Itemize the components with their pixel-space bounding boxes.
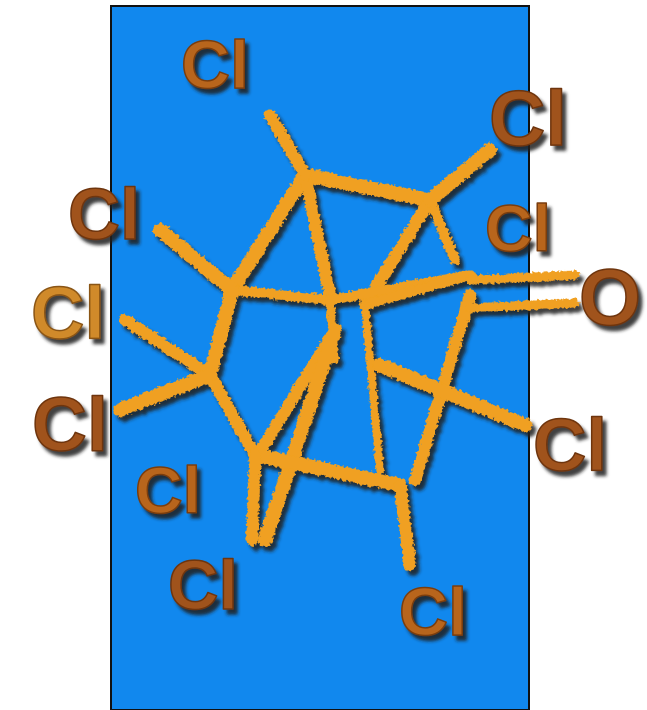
bond [465,270,580,285]
atoms-group: Cl Cl Cl Cl Cl O Cl Cl Cl Cl Cl [30,26,642,651]
bond [465,298,580,313]
atom-label-o-1: O [579,253,641,342]
bond [227,285,335,305]
bond [119,314,216,381]
bond [299,169,336,301]
bond [225,168,312,297]
atom-label-cl-9: Cl [168,546,238,624]
atom-label-cl-7: Cl [533,404,607,487]
bond [258,323,342,547]
bond [298,168,437,207]
bond [153,223,239,297]
bond [423,143,497,207]
bond [246,449,261,546]
bond [394,479,416,571]
atom-label-cl-2: Cl [489,74,567,162]
atom-label-cl-10: Cl [399,574,467,650]
atom-label-cl-8: Cl [135,453,201,527]
bonds-group [113,109,580,571]
bond [264,109,311,181]
atom-label-cl-5: Cl [31,272,105,355]
bond [373,358,532,432]
atom-label-cl-6: Cl [32,383,108,468]
atom-label-cl-4: Cl [485,191,551,265]
bond [425,195,460,265]
bond [360,270,475,310]
atom-label-cl-3: Cl [68,175,140,255]
bond [113,368,217,417]
bond [203,283,239,382]
bond [361,301,384,474]
bond [204,369,261,461]
bond [248,448,407,492]
atom-label-cl-1: Cl [181,27,249,103]
